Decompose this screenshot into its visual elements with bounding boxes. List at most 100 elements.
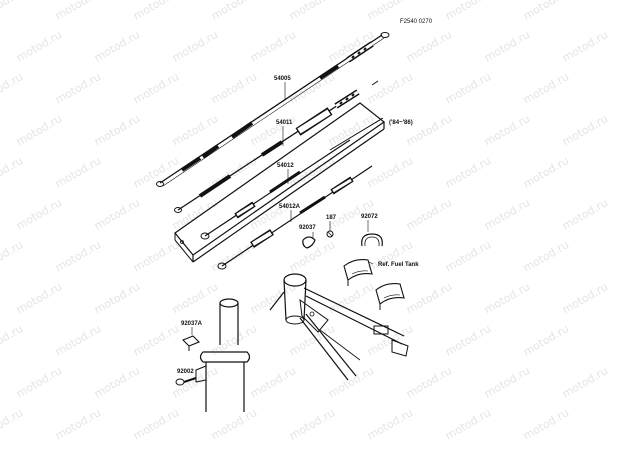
adjuster-54011: [334, 89, 360, 109]
watermark-text: motod.ru: [209, 70, 259, 106]
watermark-text: motod.ru: [53, 322, 103, 358]
cable-54011: [174, 89, 384, 213]
watermark-text: motod.ru: [365, 70, 415, 106]
watermark-text: motod.ru: [131, 238, 181, 274]
watermark-text: motod.ru: [443, 322, 493, 358]
watermark-text: motod.ru: [14, 364, 64, 400]
watermark-text: motod.ru: [14, 196, 64, 232]
figure-code: F2540 0270: [400, 19, 433, 25]
watermark-text: motod.ru: [287, 70, 337, 106]
watermark-text: motod.ru: [0, 322, 25, 358]
watermark-text: motod.ru: [14, 112, 64, 148]
watermark-text: motod.ru: [0, 70, 25, 106]
watermark-text: motod.ru: [521, 406, 571, 442]
watermark-text: motod.ru: [131, 322, 181, 358]
clamp-92037: [302, 232, 316, 249]
watermark-text: motod.ru: [92, 28, 142, 64]
watermark-text: motod.ru: [131, 406, 181, 442]
part-label-54012: 54012: [277, 163, 294, 169]
fuel-tank-cushions: [343, 259, 405, 310]
watermark-text: motod.ru: [92, 196, 142, 232]
watermark-text: motod.ru: [560, 112, 610, 148]
watermark-text: motod.ru: [443, 0, 493, 23]
watermark-text: motod.ru: [443, 70, 493, 106]
watermark-text: motod.ru: [287, 238, 337, 274]
watermark-text: motod.ru: [287, 406, 337, 442]
watermark-text: motod.ru: [170, 280, 220, 316]
watermark-text: motod.ru: [482, 280, 532, 316]
watermark-text: motod.ru: [170, 196, 220, 232]
watermark-text: motod.ru: [560, 280, 610, 316]
part-label-54005: 54005: [274, 76, 291, 82]
front-fork: [195, 298, 251, 412]
band-92072: [361, 233, 383, 247]
cable-54005: [156, 32, 390, 187]
cable-54012: [200, 139, 351, 240]
watermark-text: motod.ru: [404, 280, 454, 316]
watermark-text: motod.ru: [14, 280, 64, 316]
watermark-text: motod.ru: [521, 238, 571, 274]
part-label-54012A: 54012A: [279, 204, 301, 210]
watermark-text: motod.ru: [248, 112, 298, 148]
watermark-text: motod.ru: [248, 364, 298, 400]
watermark-text: motod.ru: [0, 238, 25, 274]
watermark-text: motod.ru: [482, 28, 532, 64]
watermark-text: motod.ru: [365, 154, 415, 190]
watermark-text: motod.ru: [482, 364, 532, 400]
watermark-text: motod.ru: [131, 0, 181, 23]
watermark-text: motod.ru: [92, 280, 142, 316]
bolt-92002: [175, 377, 197, 386]
watermark-text: motod.ru: [170, 28, 220, 64]
watermark-text: motod.ru: [560, 196, 610, 232]
watermark-text: motod.ru: [209, 322, 259, 358]
watermark-text: motod.ru: [521, 70, 571, 106]
watermark-text: motod.ru: [92, 112, 142, 148]
watermark-text: motod.ru: [482, 112, 532, 148]
watermark-text: motod.ru: [0, 406, 25, 442]
bolt-187: [326, 230, 334, 238]
year-range-box: [174, 102, 386, 263]
watermark-text: motod.ru: [53, 154, 103, 190]
watermark-text: motod.ru: [443, 154, 493, 190]
frame: [269, 273, 409, 381]
part-label-92072: 92072: [361, 214, 378, 220]
watermark-text: motod.ru: [53, 70, 103, 106]
watermark-text: motod.ru: [404, 196, 454, 232]
part-label-92037: 92037: [299, 225, 316, 231]
watermark-text: motod.ru: [287, 0, 337, 23]
watermark-text: motod.ru: [443, 406, 493, 442]
watermark-text: motod.ru: [248, 196, 298, 232]
watermark-text: motod.ru: [443, 238, 493, 274]
cable-54012A: [180, 165, 373, 270]
watermark-text: motod.ru: [326, 112, 376, 148]
watermark-text: motod.ru: [92, 364, 142, 400]
watermark-text: motod.ru: [170, 112, 220, 148]
watermark-text: motod.ru: [131, 70, 181, 106]
watermark-text: motod.ru: [209, 406, 259, 442]
watermark-text: motod.ru: [521, 322, 571, 358]
watermark-text: motod.ru: [248, 28, 298, 64]
watermark-text: motod.ru: [521, 0, 571, 23]
watermark-text: motod.ru: [482, 196, 532, 232]
watermark-text: motod.ru: [560, 364, 610, 400]
watermark-text: motod.ru: [560, 28, 610, 64]
watermark-text: motod.ru: [365, 238, 415, 274]
watermark-text: motod.ru: [209, 0, 259, 23]
watermark-text: motod.ru: [0, 0, 25, 23]
watermark-layer: motod.ru motod.ru motod.ru motod.ru motod.ru…: [0, 0, 610, 443]
watermark-text: motod.ru: [53, 406, 103, 442]
clamp-92037A: [182, 335, 200, 351]
watermark-text: motod.ru: [0, 154, 25, 190]
year-note: ('84~'86): [389, 120, 413, 126]
part-label-187: 187: [326, 215, 337, 221]
watermark-text: motod.ru: [365, 322, 415, 358]
watermark-text: motod.ru: [53, 0, 103, 23]
part-label-92002: 92002: [177, 369, 194, 375]
part-label-54011: 54011: [276, 120, 293, 126]
part-label-92037A: 92037A: [181, 321, 203, 327]
fuel-tank-note: Ref. Fuel Tank: [378, 262, 419, 268]
adjuster-54005: [346, 41, 374, 63]
watermark-text: motod.ru: [521, 154, 571, 190]
watermark-text: motod.ru: [404, 112, 454, 148]
watermark-text: motod.ru: [404, 28, 454, 64]
